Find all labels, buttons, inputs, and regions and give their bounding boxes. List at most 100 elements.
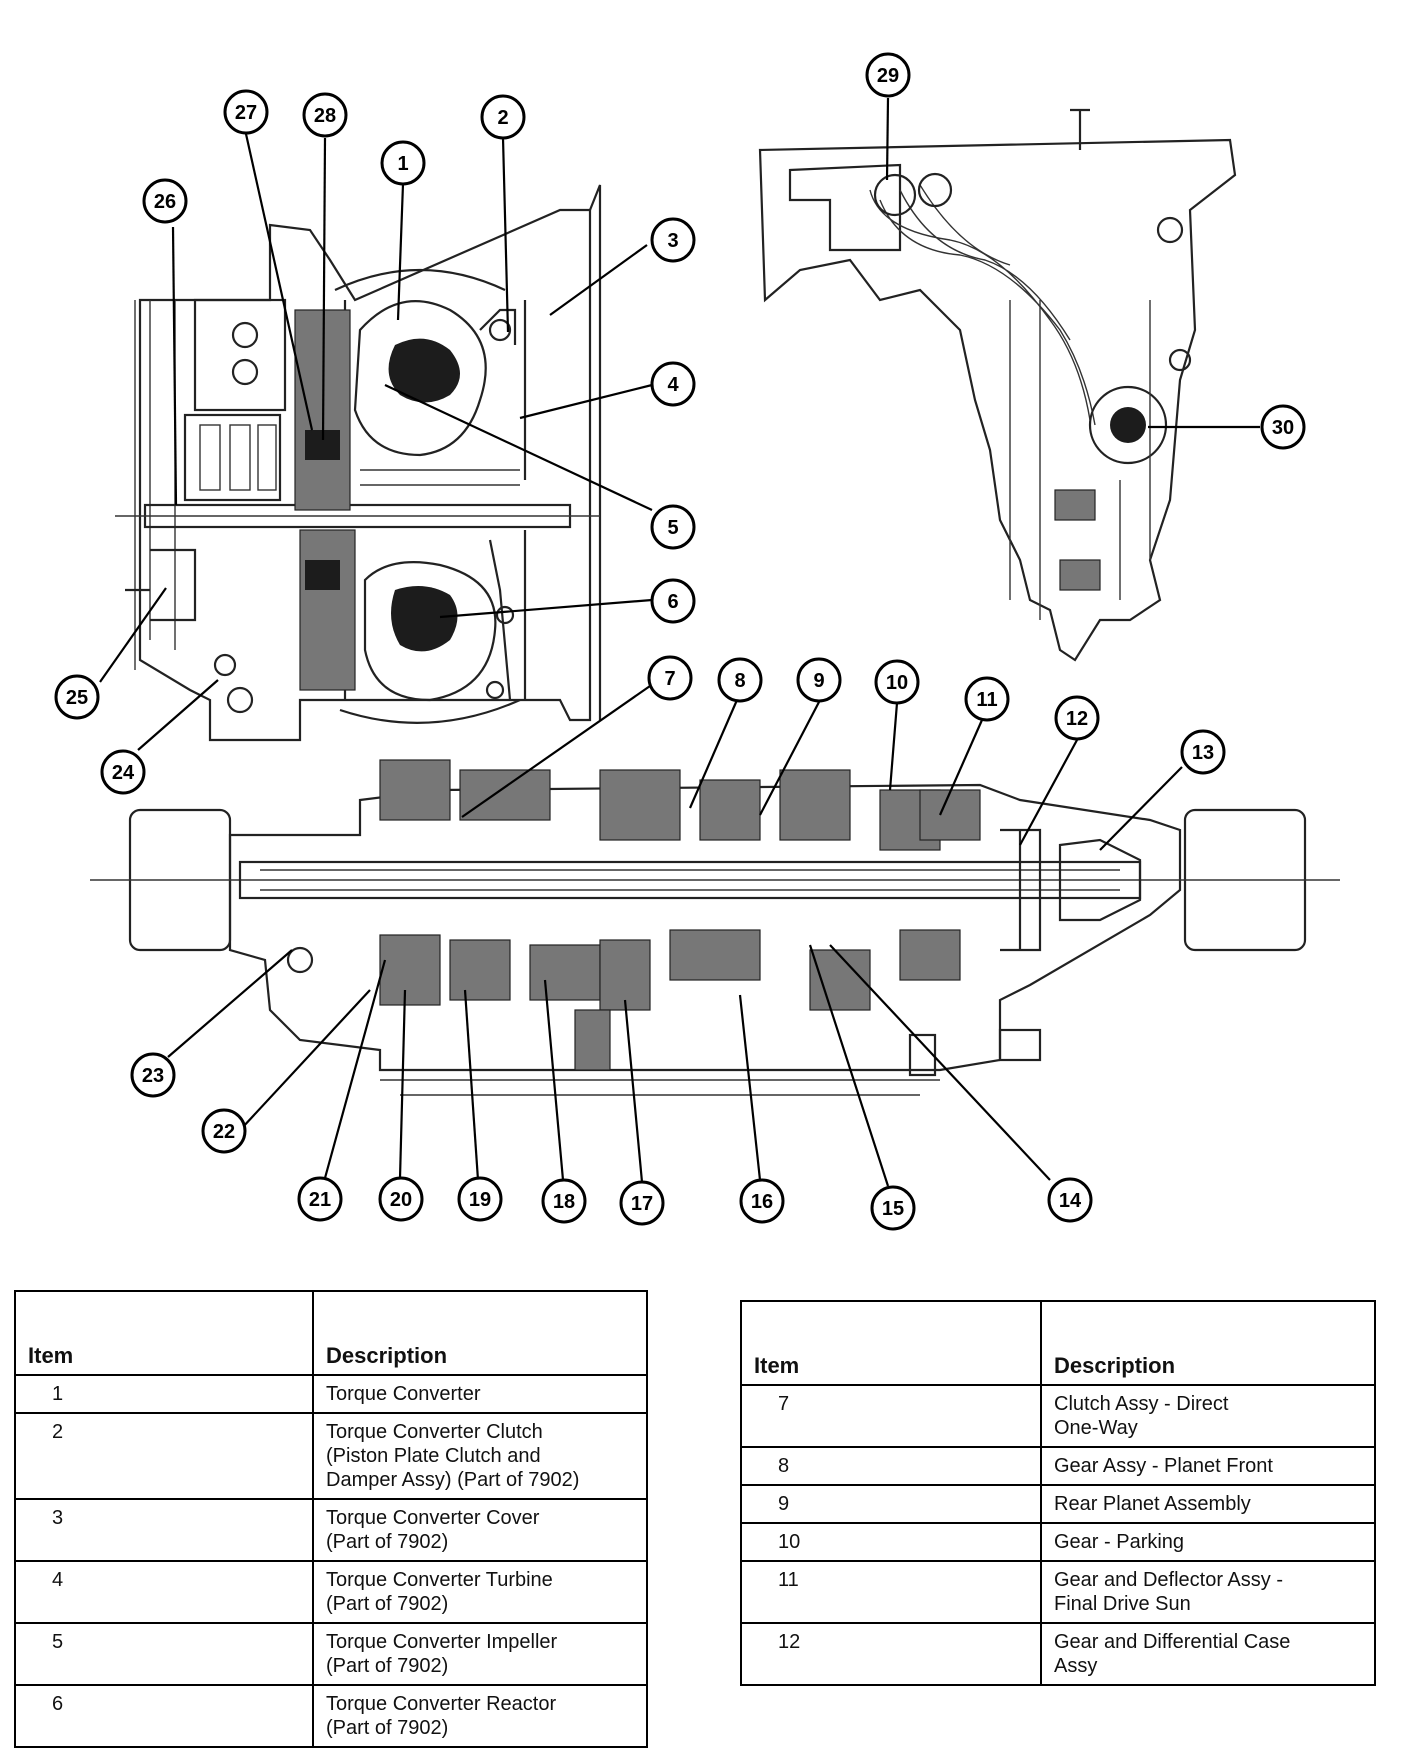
item-number: 10 <box>740 1522 1042 1562</box>
callout-1: 1 <box>380 140 426 186</box>
svg-text:16: 16 <box>751 1191 773 1213</box>
table-row: 4 Torque Converter Turbine (Part of 7902… <box>14 1560 648 1624</box>
svg-text:13: 13 <box>1192 742 1214 764</box>
svg-text:19: 19 <box>469 1189 491 1211</box>
table-row: 5 Torque Converter Impeller (Part of 790… <box>14 1622 648 1686</box>
case-detail-section <box>758 108 1237 662</box>
callout-17: 17 <box>619 1180 665 1226</box>
table-row: 6 Torque Converter Reactor (Part of 7902… <box>14 1684 648 1748</box>
column-header-description: Description <box>312 1290 648 1376</box>
item-description: Gear and Differential Case Assy <box>1040 1622 1376 1686</box>
svg-text:22: 22 <box>213 1121 235 1143</box>
callout-3: 3 <box>650 217 696 263</box>
table-row: 12 Gear and Differential Case Assy <box>740 1622 1376 1686</box>
table-row: 1 Torque Converter <box>14 1374 648 1414</box>
item-description: Gear Assy - Planet Front <box>1040 1446 1376 1486</box>
callout-25: 25 <box>54 674 100 720</box>
item-number: 5 <box>14 1622 314 1686</box>
callout-10: 10 <box>874 659 920 705</box>
svg-text:4: 4 <box>667 374 679 396</box>
svg-text:1: 1 <box>397 153 408 175</box>
table-row: 7 Clutch Assy - Direct One-Way <box>740 1384 1376 1448</box>
svg-text:7: 7 <box>664 668 675 690</box>
svg-text:20: 20 <box>390 1189 412 1211</box>
callout-15: 15 <box>870 1185 916 1231</box>
callout-24: 24 <box>100 749 146 795</box>
column-header-item: Item <box>740 1300 1042 1386</box>
item-number: 9 <box>740 1484 1042 1524</box>
item-description: Rear Planet Assembly <box>1040 1484 1376 1524</box>
callout-19: 19 <box>457 1176 503 1222</box>
callout-21: 21 <box>297 1176 343 1222</box>
item-number: 3 <box>14 1498 314 1562</box>
item-number: 2 <box>14 1412 314 1500</box>
callout-13: 13 <box>1180 729 1226 775</box>
callout-9: 9 <box>796 657 842 703</box>
svg-text:28: 28 <box>314 105 336 127</box>
item-number: 1 <box>14 1374 314 1414</box>
leader-lines <box>99 97 1260 1187</box>
table-row: 11 Gear and Deflector Assy - Final Drive… <box>740 1560 1376 1624</box>
callout-4: 4 <box>650 361 696 407</box>
svg-text:29: 29 <box>877 65 899 87</box>
item-description: Torque Converter Reactor (Part of 7902) <box>312 1684 648 1748</box>
svg-text:11: 11 <box>976 689 997 711</box>
callout-6: 6 <box>650 578 696 624</box>
callout-14: 14 <box>1047 1177 1093 1223</box>
item-description: Clutch Assy - Direct One-Way <box>1040 1384 1376 1448</box>
svg-text:12: 12 <box>1066 708 1088 730</box>
callout-23: 23 <box>130 1052 176 1098</box>
svg-text:15: 15 <box>882 1198 904 1220</box>
item-description: Torque Converter Turbine (Part of 7902) <box>312 1560 648 1624</box>
svg-text:8: 8 <box>734 670 745 692</box>
svg-text:21: 21 <box>309 1189 331 1211</box>
callout-26: 26 <box>142 178 188 224</box>
item-number: 8 <box>740 1446 1042 1486</box>
legend-table-right: Item Description 7 Clutch Assy - Direct … <box>740 1300 1376 1686</box>
svg-text:14: 14 <box>1059 1190 1082 1212</box>
transaxle-cutaway-diagram: 1 2 3 4 5 6 7 8 9 10 11 12 13 14 15 16 1… <box>54 52 1340 1231</box>
svg-text:9: 9 <box>813 670 824 692</box>
table-row: 9 Rear Planet Assembly <box>740 1484 1376 1524</box>
table-row: 3 Torque Converter Cover (Part of 7902) <box>14 1498 648 1562</box>
table-row: 8 Gear Assy - Planet Front <box>740 1446 1376 1486</box>
callout-16: 16 <box>739 1178 785 1224</box>
item-number: 6 <box>14 1684 314 1748</box>
svg-text:2: 2 <box>497 107 508 129</box>
svg-text:23: 23 <box>142 1065 164 1087</box>
item-number: 11 <box>740 1560 1042 1624</box>
svg-text:30: 30 <box>1272 417 1294 439</box>
callout-30: 30 <box>1260 404 1306 450</box>
item-number: 7 <box>740 1384 1042 1448</box>
column-header-item: Item <box>14 1290 314 1376</box>
svg-text:17: 17 <box>631 1193 653 1215</box>
table-header-row: Item Description <box>740 1300 1376 1386</box>
svg-text:5: 5 <box>667 517 678 539</box>
callout-29: 29 <box>865 52 911 98</box>
callout-7: 7 <box>647 655 693 701</box>
svg-text:10: 10 <box>886 672 908 694</box>
column-header-description: Description <box>1040 1300 1376 1386</box>
svg-text:26: 26 <box>154 191 176 213</box>
callout-8: 8 <box>717 657 763 703</box>
transaxle-section <box>90 759 1340 1096</box>
item-description: Torque Converter <box>312 1374 648 1414</box>
svg-text:18: 18 <box>553 1191 575 1213</box>
callout-27: 27 <box>223 89 269 135</box>
svg-text:3: 3 <box>667 230 678 252</box>
svg-text:6: 6 <box>667 591 678 613</box>
table-row: 10 Gear - Parking <box>740 1522 1376 1562</box>
callout-18: 18 <box>541 1178 587 1224</box>
item-description: Torque Converter Clutch (Piston Plate Cl… <box>312 1412 648 1500</box>
item-number: 12 <box>740 1622 1042 1686</box>
callout-2: 2 <box>480 94 526 140</box>
callout-20: 20 <box>378 1176 424 1222</box>
callout-11: 11 <box>964 676 1010 722</box>
table-row: 2 Torque Converter Clutch (Piston Plate … <box>14 1412 648 1500</box>
svg-text:25: 25 <box>66 687 88 709</box>
item-description: Gear - Parking <box>1040 1522 1376 1562</box>
callout-22: 22 <box>201 1108 247 1154</box>
callout-12: 12 <box>1054 695 1100 741</box>
torque-converter-section <box>115 184 602 742</box>
svg-text:27: 27 <box>235 102 257 124</box>
